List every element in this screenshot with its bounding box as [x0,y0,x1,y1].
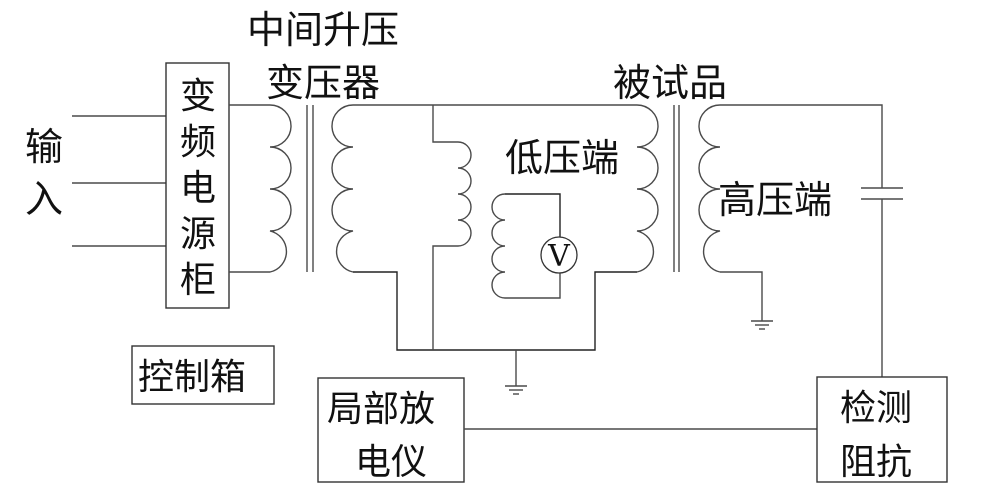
pd-instrument-box [317,377,465,483]
voltmeter-wire-top [505,193,561,237]
voltmeter-wire-bottom [505,272,561,299]
inductor-coil-icon [331,104,354,273]
ground-icon [505,385,527,395]
tap-wire-top [432,105,458,143]
voltmeter-symbol: V [547,239,571,274]
capacitor-icon [861,187,903,200]
inductor-coil-icon [457,141,472,247]
input-lines [72,115,166,247]
bottom-bus-wire [353,271,637,351]
low-voltage-label: 低压端 [505,136,619,180]
high-voltage-wire-top [720,104,883,188]
power-cabinet: 变 频 电 源 柜 [165,62,230,309]
ground-icon [751,320,773,330]
input-label-line2: 入 [25,177,63,221]
input-label-line1: 输 [25,125,63,169]
inductor-coil-icon [229,104,292,273]
high-voltage-label: 高压端 [718,178,832,222]
pd-instrument: 局部放 电仪 [317,377,465,483]
pd-instrument-line1: 局部放 [327,389,435,430]
detection-impedance-line2: 阻抗 [840,442,912,483]
detection-impedance: 检测 阻抗 [816,376,948,483]
power-cabinet-char-5: 柜 [180,260,216,301]
control-box-frame [131,345,275,405]
intermediate-transformer-title-line2: 变压器 [266,61,380,105]
control-box: 控制箱 [131,345,275,405]
intermediate-primary-coil [229,104,292,273]
voltmeter-icon: V [540,236,578,274]
control-box-label: 控制箱 [138,357,246,398]
high-side-ground-wire [720,271,763,321]
intermediate-transformer-title-line1: 中间升压 [247,8,399,52]
detection-impedance-line1: 检测 [840,388,912,429]
detection-impedance-box [816,376,948,483]
power-cabinet-box [165,62,230,309]
pd-instrument-line2: 电仪 [355,442,427,483]
dut-label: 被试品 [613,61,727,105]
power-cabinet-char-4: 源 [180,214,216,255]
power-cabinet-char-1: 变 [180,76,216,117]
power-cabinet-char-2: 频 [180,122,216,163]
power-cabinet-char-3: 电 [180,168,216,209]
tap-wire-bottom [432,245,458,350]
inductor-coil-icon [491,193,506,299]
intermediate-secondary-coil [331,104,354,273]
inductor-coil-icon [636,104,659,273]
inductor-coil-icon [698,104,721,273]
